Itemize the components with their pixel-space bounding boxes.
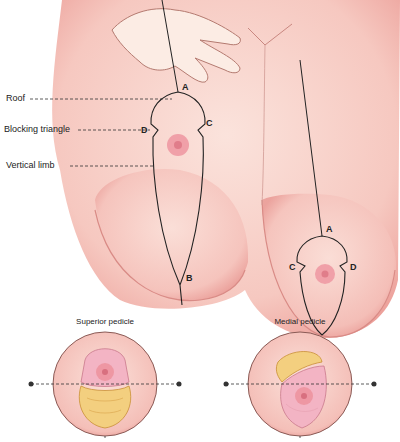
point-letter: A [326, 224, 333, 235]
nipple [301, 393, 307, 399]
pedicle-heading: Medial pedicle [220, 316, 380, 327]
point-letter: D [141, 125, 148, 136]
axis-line [31, 384, 179, 385]
point-letter: C [289, 262, 296, 273]
right-breast [262, 194, 396, 337]
point-letter: B [186, 273, 193, 284]
fat-wedge [79, 386, 130, 428]
right-nipple [322, 271, 329, 278]
axis-line [105, 436, 106, 438]
pedicle-illustration [220, 316, 380, 440]
pedicle-diagram: Medial pedicle [220, 316, 380, 440]
dermis-texture [286, 404, 318, 411]
fat-texture [87, 398, 123, 413]
leader-line [70, 166, 154, 167]
sternal-notch [248, 24, 292, 45]
areola [96, 363, 114, 381]
axis-dot [177, 382, 182, 387]
dermal-pedicle [281, 366, 327, 428]
pedicle-heading: Superior pedicle [25, 316, 185, 327]
left-keyhole-pattern [151, 92, 205, 305]
axis-line [226, 384, 374, 385]
nipple [102, 369, 108, 375]
part-label: Roof [4, 93, 27, 104]
left-breast [95, 169, 248, 301]
right-areola [315, 264, 335, 284]
point-letter: C [206, 118, 213, 129]
leader-line [30, 99, 172, 100]
pedicle-illustration [25, 316, 185, 440]
left-breast-contour [95, 210, 245, 301]
point-letter: D [350, 262, 357, 273]
leader-line [78, 130, 150, 131]
dermal-pedicle [81, 349, 129, 387]
right-meridian-line [300, 60, 322, 236]
midline [262, 45, 265, 205]
left-meridian-line [162, 0, 178, 92]
axis-dot [29, 382, 34, 387]
axis-line [300, 436, 301, 438]
part-label: Blocking triangle [2, 124, 72, 135]
areola [295, 387, 313, 405]
hand [112, 9, 240, 83]
point-letter: A [182, 82, 189, 93]
right-breast-contour [262, 200, 395, 337]
part-label: Vertical limb [4, 160, 57, 171]
axis-dot [372, 382, 377, 387]
left-areola [167, 134, 189, 156]
axis-dot [224, 382, 229, 387]
left-nipple [174, 141, 182, 149]
torso [52, 0, 400, 338]
pedicle-diagram: Superior pedicle [25, 316, 185, 440]
